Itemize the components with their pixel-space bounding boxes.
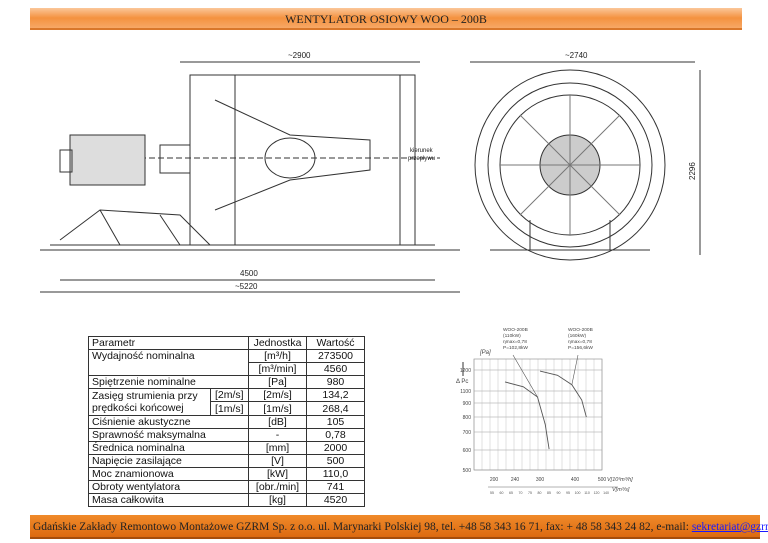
unit-cell: [2m/s]: [248, 388, 307, 403]
series-label: P=102,8kW: [503, 345, 528, 351]
series-label: (110kW): [503, 333, 521, 339]
y-axis-label: Δ Pc: [456, 379, 468, 385]
x-tick-label: 240: [511, 477, 520, 483]
y-unit-label: [Pa]: [479, 350, 491, 356]
side-view-drawing: ~2900 kierunek przepływu 4500 ~5220: [40, 51, 460, 293]
flow-label-2: przepływu: [408, 156, 435, 162]
table-row: Sprawność maksymalna-0,78: [88, 427, 365, 442]
x2-tick-label: 110: [584, 491, 590, 495]
y-tick-label: 800: [463, 415, 472, 421]
table-row: Ciśnienie akustyczne[dB]105: [88, 414, 365, 429]
param-cell: Ciśnienie akustyczne: [88, 414, 249, 429]
dim-side-length: ~2900: [288, 51, 311, 60]
x2-tick-label: 70: [519, 491, 523, 495]
x2-tick-label: 85: [547, 491, 551, 495]
x2-tick-label: 95: [566, 491, 570, 495]
param-cell: prędkości końcowej: [88, 401, 211, 416]
param-cell: Sprawność maksymalna: [88, 427, 249, 442]
y-tick-label: 900: [463, 401, 472, 407]
series-label: ηmax=0,78: [503, 339, 527, 345]
y-tick-label: 1200: [460, 368, 471, 374]
table-row: Moc znamionowa[kW]110,0: [88, 466, 365, 482]
y-tick-label: 1100: [460, 389, 471, 395]
dim-front-width: ~2740: [565, 51, 588, 60]
x-tick-label: 300: [536, 477, 545, 483]
front-view-drawing: ~2740 2296: [470, 51, 701, 261]
header-unit: Jednostka: [248, 335, 307, 351]
table-row: Masa całkowita[kg]4520: [88, 493, 365, 508]
x2-tick-label: 60: [500, 491, 504, 495]
x-axis-label-2: V[m³/s]: [612, 487, 630, 493]
y-tick-label: 700: [463, 430, 472, 436]
param-cell: Wydajność nominalna: [88, 349, 249, 377]
x2-tick-label: 90: [557, 491, 561, 495]
x2-tick-label: 55: [490, 491, 494, 495]
y-tick-label: 500: [463, 468, 472, 474]
y-tick-label: 600: [463, 448, 472, 454]
header-value: Wartość: [306, 335, 365, 351]
dim-base: 4500: [240, 269, 258, 278]
footer-text: Gdańskie Zakłady Remontowo Montażowe GZR…: [33, 521, 692, 533]
dim-total: ~5220: [235, 282, 258, 291]
page-title: WENTYLATOR OSIOWY WOO – 200B: [285, 12, 487, 26]
flow-label-1: kierunek: [410, 148, 434, 154]
x2-tick-label: 100: [575, 491, 581, 495]
param-cell: Zasięg strumienia przy: [88, 388, 211, 402]
x-axis-label: V[10³m³/h]: [607, 477, 633, 483]
param-cell: Spiętrzenie nominalne: [88, 375, 249, 390]
series-label: WOO-200B: [568, 327, 593, 333]
x2-tick-label: 140: [603, 491, 609, 495]
param-cell: Moc znamionowa: [88, 466, 249, 482]
series-pointer: [512, 354, 538, 398]
value-cell: 4520: [306, 493, 365, 508]
plot-frame: [473, 358, 603, 471]
series-label: ηmax=0,78: [568, 339, 592, 345]
series-label: P=156,6kW: [568, 345, 593, 351]
table-row: Wydajność nominalna[m³/h]273500: [88, 349, 365, 377]
table-row: prędkości końcowej[1m/s][1m/s]268,4: [88, 401, 365, 416]
unit-cell: [1m/s]: [248, 401, 307, 416]
page-header: WENTYLATOR OSIOWY WOO – 200B: [30, 8, 742, 30]
param-cell: Średnica nominalna: [88, 440, 249, 455]
page-footer: Gdańskie Zakłady Remontowo Montażowe GZR…: [30, 515, 768, 539]
x-tick-label: 400: [571, 477, 580, 483]
param-cell: Masa całkowita: [88, 493, 249, 508]
x2-tick-label: 80: [538, 491, 542, 495]
x-tick-label: 500: [598, 477, 607, 483]
value-cell: 4560: [306, 362, 365, 377]
x2-tick-label: 75: [528, 491, 532, 495]
value-cell: 2000: [306, 440, 365, 455]
sub-cell: [1m/s]: [209, 401, 250, 416]
series-label: (160kW): [568, 333, 587, 339]
series-curve: [539, 370, 587, 418]
footer-email-link[interactable]: sekretariat@gzrm.pl: [691, 521, 768, 533]
series-pointer: [571, 354, 579, 385]
unit-cell: [kg]: [248, 493, 307, 508]
value-cell: 105: [306, 414, 365, 429]
table-row: Zasięg strumienia przy[2m/s][2m/s]134,2: [88, 388, 365, 403]
x2-tick-label: 65: [509, 491, 513, 495]
x2-tick-label: 120: [594, 491, 600, 495]
series-label: WOO-200B: [503, 327, 528, 333]
x-tick-label: 200: [490, 477, 499, 483]
value-cell: 110,0: [306, 466, 365, 482]
dim-height: 2296: [688, 162, 697, 180]
unit-cell: [m³/h]: [248, 349, 307, 364]
unit-cell: [obr./min]: [248, 480, 307, 495]
series-curve: [504, 381, 550, 450]
